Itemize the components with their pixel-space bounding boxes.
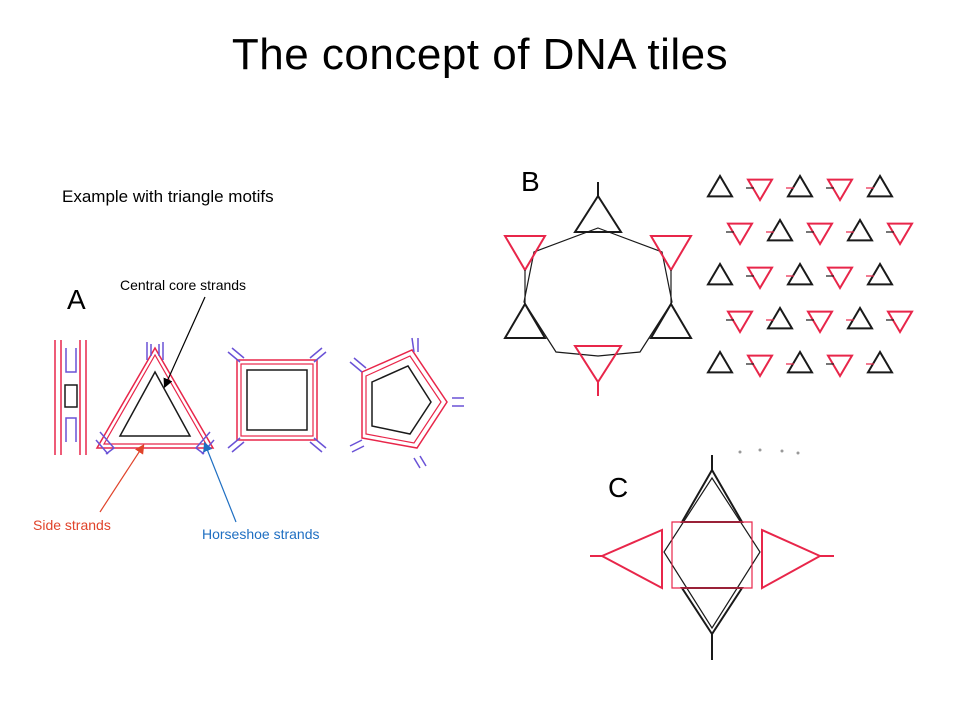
lattice-triangle: [786, 262, 814, 286]
central-core-arrow: [163, 296, 206, 389]
lattice-triangle: [806, 222, 834, 246]
side-strands-label: Side strands: [33, 517, 111, 533]
lattice-triangle: [786, 174, 814, 198]
motif-ladder: [54, 340, 87, 455]
lattice-triangle: [786, 350, 814, 374]
lattice-triangle: [706, 350, 734, 374]
lattice-grid-b: [706, 174, 914, 378]
subtitle: Example with triangle motifs: [62, 187, 274, 206]
horseshoe-strands-label: Horseshoe strands: [202, 526, 320, 542]
central-core-strands-label: Central core strands: [120, 277, 247, 293]
faint-marks: [738, 448, 800, 455]
lattice-triangle: [846, 218, 874, 242]
motif-pentagon: [349, 337, 464, 469]
lattice-triangle: [826, 266, 854, 290]
lattice-triangle: [746, 178, 774, 202]
panel-label-c: C: [608, 472, 629, 503]
motif-triangle: [95, 342, 215, 455]
panel-label-a: A: [67, 284, 86, 315]
lattice-triangle: [706, 174, 734, 198]
panel-label-b: B: [521, 166, 540, 197]
lattice-triangle: [886, 310, 914, 334]
lattice-triangle: [866, 174, 894, 198]
lattice-triangle: [766, 218, 794, 242]
lattice-triangle: [726, 310, 754, 334]
lattice-triangle: [746, 354, 774, 378]
motif-square: [227, 347, 327, 453]
lattice-triangle: [826, 354, 854, 378]
lattice-square-c: [590, 455, 834, 660]
lattice-triangle: [846, 306, 874, 330]
side-strands-arrow: [99, 443, 145, 513]
page-title: The concept of DNA tiles: [231, 30, 729, 79]
horseshoe-strands-arrow: [203, 441, 237, 523]
lattice-triangle: [866, 350, 894, 374]
lattice-triangle: [726, 222, 754, 246]
lattice-ring-b: [503, 182, 693, 396]
lattice-triangle: [866, 262, 894, 286]
lattice-triangle: [706, 262, 734, 286]
lattice-triangle: [806, 310, 834, 334]
lattice-triangle: [826, 178, 854, 202]
lattice-triangle: [766, 306, 794, 330]
lattice-triangle: [746, 266, 774, 290]
lattice-triangle: [886, 222, 914, 246]
